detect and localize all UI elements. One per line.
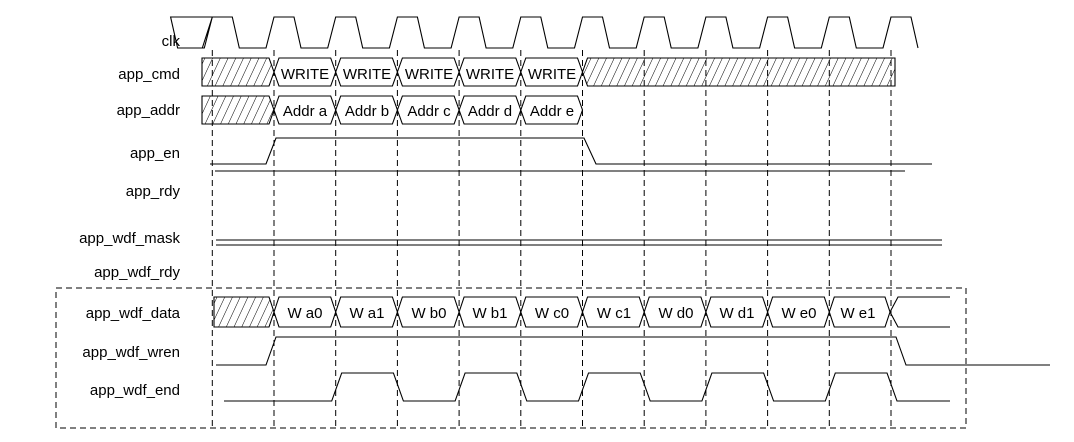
app-cmd-value: WRITE xyxy=(281,66,329,83)
app-cmd-undefined-region xyxy=(581,57,896,87)
app-wdf-data-value: W e1 xyxy=(840,305,875,322)
label-app-wdf-end: app_wdf_end xyxy=(90,382,180,399)
app-wdf-end-waveform xyxy=(224,372,950,402)
app-addr-value: Addr b xyxy=(345,103,389,120)
label-app-en: app_en xyxy=(130,145,180,162)
app-wdf-data-value: W e0 xyxy=(781,305,816,322)
app-cmd-value: WRITE xyxy=(405,66,453,83)
app-wdf-data-tail xyxy=(889,296,950,328)
app-addr-value: Addr d xyxy=(468,103,512,120)
app-wdf-data-bus: W a0 W a1 W b0 W b1 W c0 W c1 W d0 W d1 … xyxy=(213,296,950,328)
label-app-rdy: app_rdy xyxy=(126,183,181,200)
app-wdf-data-value: W b1 xyxy=(472,305,507,322)
app-wdf-data-value: W a0 xyxy=(287,305,322,322)
app-cmd-bus: WRITE WRITE WRITE WRITE WRITE xyxy=(201,57,896,87)
label-clk: clk xyxy=(162,33,181,50)
label-app-addr: app_addr xyxy=(117,102,180,119)
signal-labels: clk app_cmd app_addr app_en app_rdy app_… xyxy=(79,33,181,399)
app-wdf-wren-waveform xyxy=(216,336,1050,366)
label-app-wdf-mask: app_wdf_mask xyxy=(79,230,180,247)
clk-waveform xyxy=(169,16,919,49)
app-cmd-value: WRITE xyxy=(528,66,576,83)
app-wdf-data-value: W d0 xyxy=(658,305,693,322)
app-addr-undefined-region xyxy=(201,95,275,125)
app-addr-value: Addr e xyxy=(530,103,574,120)
app-wdf-data-value: W c1 xyxy=(597,305,631,322)
label-app-wdf-data: app_wdf_data xyxy=(86,305,181,322)
app-wdf-data-value: W d1 xyxy=(719,305,754,322)
app-wdf-data-value: W b0 xyxy=(411,305,446,322)
label-app-wdf-wren: app_wdf_wren xyxy=(82,344,180,361)
app-addr-value: Addr c xyxy=(407,103,451,120)
app-cmd-value: WRITE xyxy=(343,66,391,83)
app-cmd-undefined-region xyxy=(201,57,275,87)
app-wdf-data-undefined-region xyxy=(213,296,275,328)
app-cmd-value: WRITE xyxy=(466,66,514,83)
app-addr-cell xyxy=(520,95,584,125)
app-wdf-data-value: W c0 xyxy=(535,305,569,322)
write-data-group-box xyxy=(55,287,967,429)
label-app-cmd: app_cmd xyxy=(118,66,180,83)
app-addr-bus: Addr a Addr b Addr c Addr d Addr e xyxy=(201,95,584,125)
app-wdf-data-value: W a1 xyxy=(349,305,384,322)
app-en-waveform xyxy=(210,137,932,165)
app-addr-value: Addr a xyxy=(283,103,328,120)
label-app-wdf-rdy: app_wdf_rdy xyxy=(94,264,180,281)
